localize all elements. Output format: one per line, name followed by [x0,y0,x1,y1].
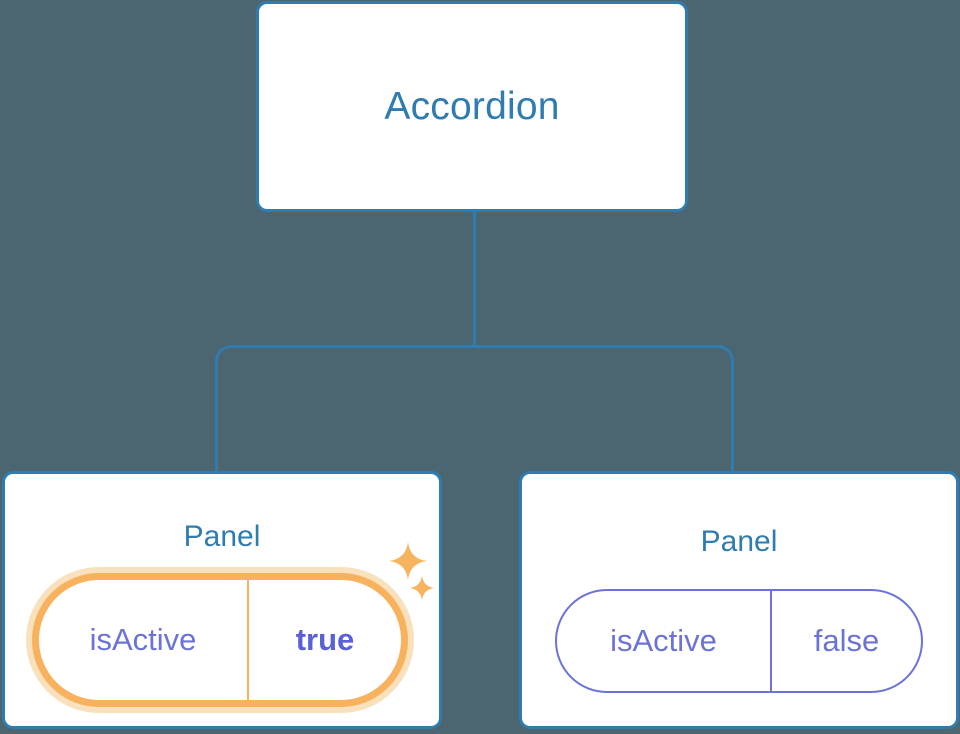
node-accordion[interactable]: Accordion [256,1,688,212]
prop-value: true [247,580,401,700]
sparkle-icon [409,575,435,601]
prop-pill-isactive-true[interactable]: isActive true [32,573,408,707]
prop-key: isActive [89,622,197,657]
prop-pill-isactive-false[interactable]: isActive false [555,589,923,693]
connector-branch-bar [215,345,734,475]
prop-key: isActive [610,623,717,658]
connector-root-to-branch [473,209,476,347]
prop-value: false [770,591,921,691]
node-accordion-label: Accordion [384,85,560,128]
node-panel-inactive-label: Panel [700,525,778,558]
sparkle-icon [388,541,428,581]
node-panel-active-label: Panel [183,520,261,553]
